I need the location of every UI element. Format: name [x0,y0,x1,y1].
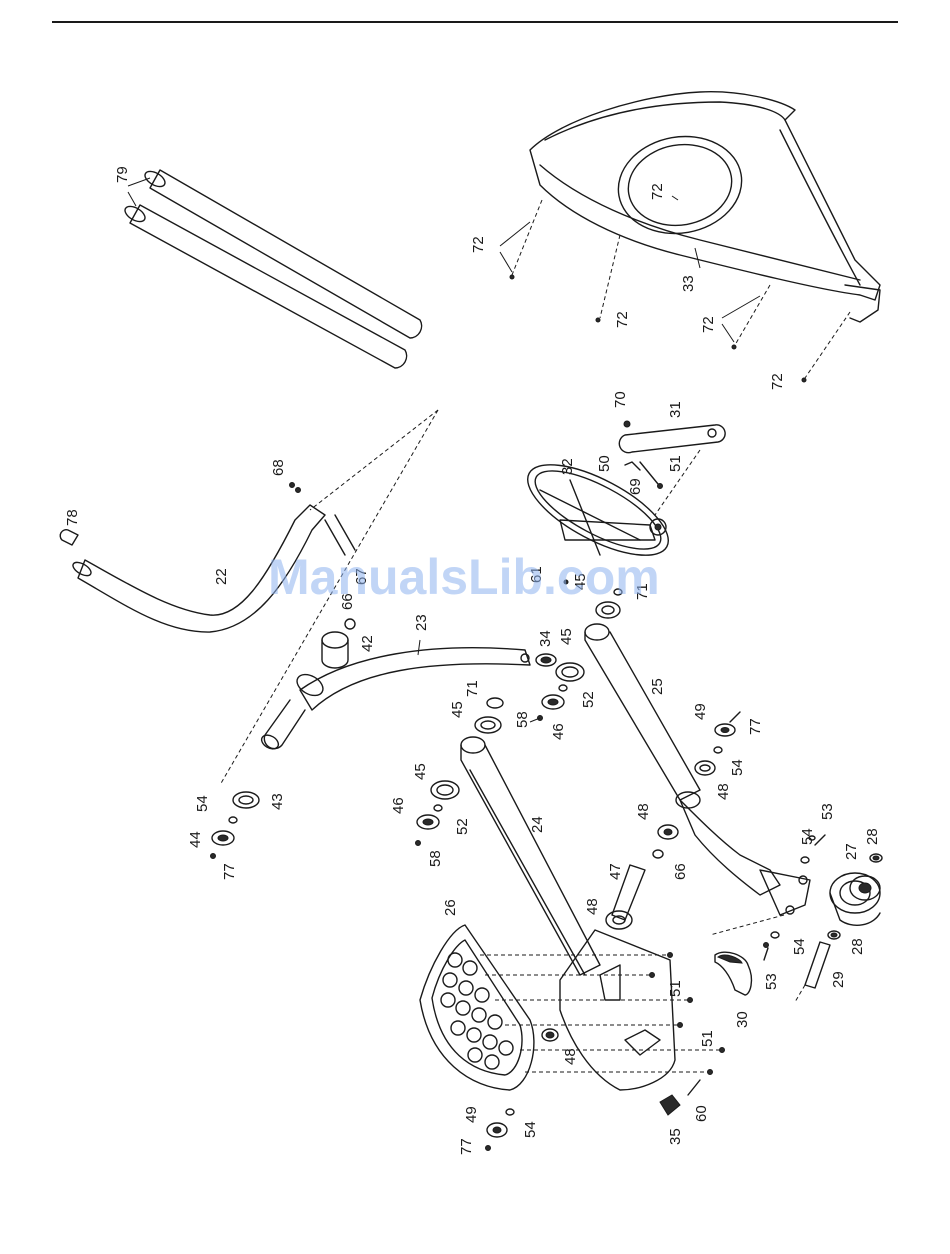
callout-51: 51 [667,980,684,997]
callout-48: 48 [562,1048,579,1065]
callout-53: 53 [819,803,836,820]
callout-23: 23 [413,614,430,631]
watermark: ManualsLib.com [268,549,660,605]
callout-43: 43 [269,793,286,810]
callout-72: 72 [649,183,666,200]
callout-47: 47 [607,863,624,880]
part-42-sleeve [322,619,355,668]
callout-24: 24 [529,816,546,833]
hardware-cluster-far-left [211,792,260,859]
callout-34: 34 [537,630,554,647]
callout-78: 78 [64,509,81,526]
callout-54: 54 [799,828,816,845]
screws-72 [500,196,850,382]
callout-58: 58 [514,711,531,728]
callout-32: 32 [559,458,576,475]
callout-45: 45 [449,701,466,718]
callout-45: 45 [412,763,429,780]
callout-79: 79 [114,166,131,183]
callout-48: 48 [715,783,732,800]
callout-26: 26 [442,899,459,916]
callout-33: 33 [680,275,697,292]
callout-77: 77 [747,718,764,735]
pedal-grid [441,953,513,1069]
callout-72: 72 [769,373,786,390]
callout-54: 54 [194,795,211,812]
callout-46: 46 [550,723,567,740]
callout-44: 44 [187,831,204,848]
callout-68: 68 [270,459,287,476]
callout-72: 72 [700,316,717,333]
callout-22: 22 [213,568,230,585]
callout-71: 71 [464,680,481,697]
part-23-arm [259,640,530,752]
hardware-cluster-left [416,781,460,846]
callout-30: 30 [734,1011,751,1028]
callout-35: 35 [667,1128,684,1145]
callout-labels: 79 72 72 72 72 72 33 70 31 50 51 69 32 7… [64,166,881,1155]
callout-46: 46 [390,797,407,814]
part-pedal-base [560,930,675,1090]
callout-27: 27 [843,843,860,860]
callout-54: 54 [729,759,746,776]
callout-77: 77 [221,863,238,880]
callout-49: 49 [692,703,709,720]
callout-49: 49 [463,1106,480,1123]
callout-50: 50 [596,455,613,472]
callout-52: 52 [580,691,597,708]
hardware-cluster-53 [764,932,780,960]
part-30-guard [715,952,751,995]
callout-28: 28 [849,938,866,955]
part-79-tubes [122,168,421,368]
callout-58: 58 [427,850,444,867]
hardware-cluster-bottom [486,1109,515,1151]
part-33-shield [530,92,880,322]
callout-53: 53 [763,973,780,990]
callout-42: 42 [359,635,376,652]
callout-25: 25 [649,678,666,695]
callout-54: 54 [522,1121,539,1138]
part-24-arm [461,737,600,975]
callout-66: 66 [672,863,689,880]
callout-45: 45 [558,628,575,645]
callout-60: 60 [693,1105,710,1122]
callout-72: 72 [470,236,487,253]
callout-72: 72 [614,311,631,328]
callout-52: 52 [454,818,471,835]
callout-54: 54 [791,938,808,955]
callout-69: 69 [627,478,644,495]
callout-28: 28 [864,828,881,845]
callout-48: 48 [584,898,601,915]
callout-48: 48 [635,803,652,820]
callout-51: 51 [667,455,684,472]
callout-31: 31 [667,401,684,418]
callout-29: 29 [830,971,847,988]
callout-51: 51 [699,1030,716,1047]
callout-70: 70 [612,391,629,408]
callout-77: 77 [458,1138,475,1155]
